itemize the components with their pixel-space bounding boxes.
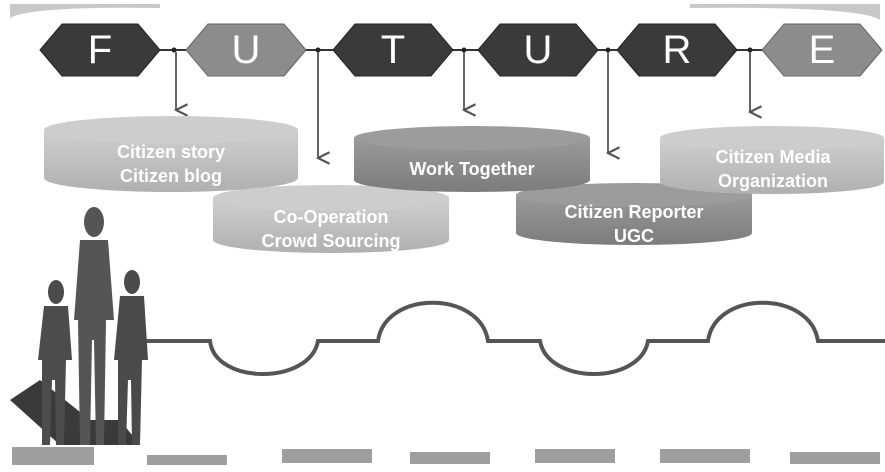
connector-dots: [171, 47, 753, 53]
stage-4-line1: Citizen Reporter: [564, 202, 704, 222]
letter-e: E: [808, 28, 836, 72]
ground-dashes: [12, 447, 880, 465]
figure-left: [38, 280, 72, 445]
cylinder-5: [660, 126, 884, 194]
top-banner-arc: [10, 4, 160, 18]
stage-5-label: Citizen Media Organization: [666, 145, 880, 193]
cylinder-3: [354, 126, 590, 192]
letter-diamonds: [39, 23, 883, 77]
letter-u2: U: [523, 28, 553, 72]
stage-2-label: Co-Operation Crowd Sourcing: [218, 205, 444, 253]
diamond-u2: [477, 23, 599, 77]
diamond-f: [39, 23, 161, 77]
letter-f: F: [87, 28, 113, 72]
letter-r: R: [662, 28, 692, 72]
stage-2-line2: Crowd Sourcing: [261, 231, 401, 251]
stage-5-line1: Citizen Media: [715, 147, 831, 167]
top-banner-arc-right: [690, 4, 880, 20]
stage-5-line2: Organization: [717, 171, 828, 191]
stage-2-line1: Co-Operation: [273, 207, 389, 227]
down-arrows: [176, 52, 750, 158]
people-figures: [10, 207, 148, 445]
diamond-t: [332, 23, 454, 77]
stage-3-line1: Work Together: [409, 159, 535, 179]
diamond-r: [616, 23, 738, 77]
figure-center: [74, 207, 114, 445]
cylinder-4: [516, 183, 752, 245]
timeline-path: [128, 300, 885, 376]
stage-1-line1: Citizen story: [116, 142, 226, 162]
stage-1-label: Citizen story Citizen blog: [60, 140, 282, 188]
stage-4-label: Citizen Reporter UGC: [520, 200, 748, 248]
letter-u: U: [231, 28, 261, 72]
diamond-u: [185, 23, 307, 77]
diamond-e: [761, 23, 883, 77]
letter-t: T: [380, 28, 406, 72]
cylinder-1: [44, 116, 298, 192]
figure-right: [114, 270, 148, 445]
stage-1-line2: Citizen blog: [120, 166, 222, 186]
stage-4-line2: UGC: [614, 226, 654, 246]
cylinder-2: [213, 185, 449, 253]
stage-3-label: Work Together: [360, 157, 584, 181]
